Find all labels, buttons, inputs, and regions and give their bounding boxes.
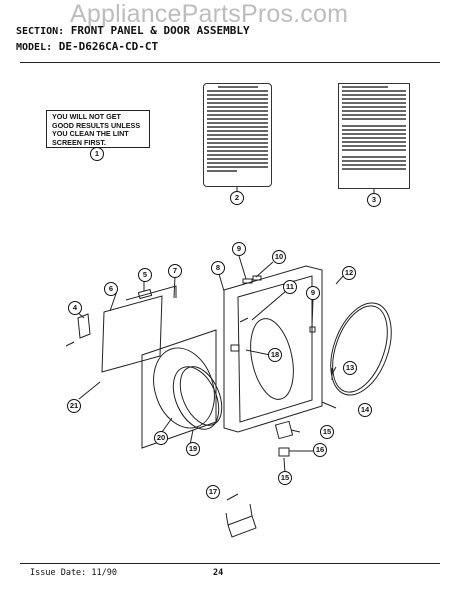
header-rule — [20, 62, 440, 63]
callout-line: SCREEN FIRST. — [52, 137, 106, 147]
hinge-part — [77, 313, 91, 339]
part-number-callout: 5 — [138, 268, 152, 282]
part-number-callout: 20 — [154, 431, 168, 445]
callout-line: YOU WILL NOT GET — [52, 112, 121, 121]
switch-holder — [274, 420, 294, 440]
part-number-callout: 14 — [358, 403, 372, 417]
part-number-callout: 3 — [367, 193, 381, 207]
switch-part — [278, 447, 290, 457]
section-key: SECTION: — [16, 26, 65, 37]
part-number-callout: 4 — [68, 301, 82, 315]
part-number-callout: 17 — [206, 485, 220, 499]
part-number-callout: 7 — [168, 264, 182, 278]
switch-part — [230, 344, 240, 352]
warning-label-2 — [203, 83, 272, 187]
door-seal-inner — [332, 305, 388, 393]
kick-plate — [227, 515, 257, 538]
door-seal — [330, 302, 392, 396]
model-value: DE-D626CA-CD-CT — [58, 40, 159, 53]
part-number-callout: 11 — [283, 280, 297, 294]
part-number-callout: 8 — [211, 261, 225, 275]
door-back-panel — [101, 295, 163, 373]
part-number-callout: 12 — [342, 266, 356, 280]
front-panel-opening — [250, 318, 294, 400]
warning-label-3 — [338, 83, 410, 189]
section-value: FRONT PANEL & DOOR ASSEMBLY — [70, 24, 250, 37]
door-glass — [179, 366, 223, 426]
part-number-callout: 18 — [268, 348, 282, 362]
part-number-callout: 9 — [232, 242, 246, 256]
clip-part — [242, 278, 253, 284]
part-number-callout: 2 — [230, 191, 244, 205]
footer-rule — [20, 563, 440, 564]
door-gasket — [172, 366, 220, 430]
watermark: AppliancePartsPros.com — [70, 0, 349, 28]
front-panel — [223, 265, 323, 433]
latch-part — [239, 317, 249, 323]
model-key: MODEL: — [16, 42, 53, 53]
page-number: 24 — [213, 568, 224, 578]
part-number-callout: 1 — [90, 147, 104, 161]
part-number-callout: 15 — [320, 425, 334, 439]
model-heading: MODEL: DE-D626CA-CD-CT — [16, 40, 158, 53]
section-heading: SECTION: FRONT PANEL & DOOR ASSEMBLY — [16, 24, 250, 37]
callout-line: YOU CLEAN THE LINT — [52, 129, 129, 139]
part-number-callout: 10 — [272, 250, 286, 264]
callout-line: GOOD RESULTS UNLESS — [52, 120, 141, 130]
part-number-callout: 16 — [313, 443, 327, 457]
screw-part — [65, 341, 75, 347]
part-number-callout: 9 — [306, 286, 320, 300]
part-number-callout: 13 — [343, 361, 357, 375]
part-number-callout: 19 — [186, 442, 200, 456]
bracket-part — [137, 288, 153, 300]
part-number-callout: 6 — [104, 282, 118, 296]
issue-date: Issue Date: 11/90 — [30, 568, 117, 578]
inner-door-opening — [153, 347, 215, 429]
part-number-callout: 15 — [278, 471, 292, 485]
door-panel-top — [125, 285, 177, 301]
part-number-callout: 21 — [67, 399, 81, 413]
